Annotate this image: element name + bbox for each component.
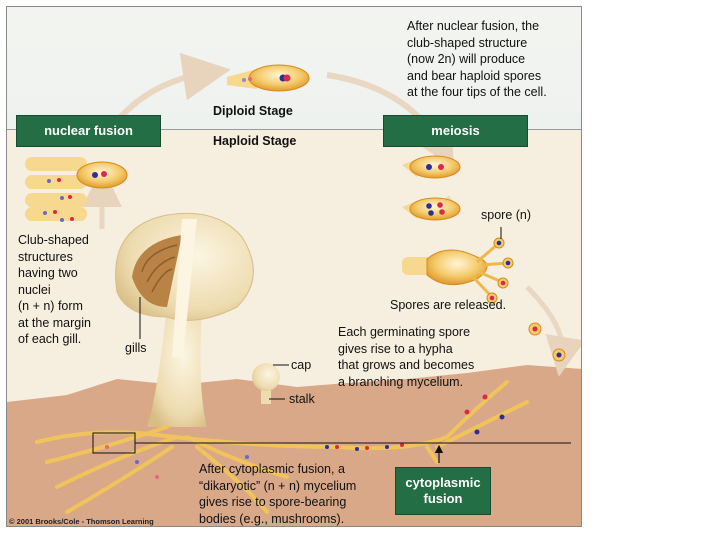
meiosis-cell-2	[402, 197, 461, 221]
cytoplasmic-fusion-box: cytoplasmic fusion	[395, 467, 491, 515]
cytoplasmic-fusion-line1: cytoplasmic	[405, 475, 481, 490]
hyphae-nuclei	[105, 394, 505, 479]
meiosis-box: meiosis	[383, 115, 528, 147]
diploid-cell	[227, 64, 310, 92]
diploid-stage-label: Diploid Stage	[213, 104, 293, 118]
gills-label: gills	[125, 341, 147, 355]
nuclear-fusion-box: nuclear fusion	[16, 115, 161, 147]
cycle-arrow-spores	[525, 285, 581, 377]
mushroom	[115, 212, 254, 427]
caption-club-shaped: Club-shaped structures having two nuclei…	[18, 233, 91, 346]
meiosis-cell-1	[402, 155, 461, 179]
caption-spores-released: Spores are released.	[390, 298, 507, 312]
spore-label: spore (n)	[481, 208, 532, 222]
caption-after-cytoplasmic-fusion: After cytoplasmic fusion, a “dikaryotic”…	[199, 462, 357, 526]
cap-label: cap	[291, 358, 312, 372]
basidium-with-spores	[402, 237, 514, 304]
stalk-label: stalk	[289, 392, 315, 406]
small-mushroom	[252, 363, 280, 404]
released-spores	[528, 322, 566, 362]
diagram-frame: Diploid Stage Haploid Stage nuclear fusi…	[6, 6, 582, 527]
cytoplasmic-fusion-line2: fusion	[423, 491, 463, 506]
caption-after-nuclear-fusion: After nuclear fusion, the club-shaped st…	[407, 19, 547, 99]
club-cells-cluster	[25, 157, 128, 222]
stage-divider-line	[7, 129, 581, 130]
caption-germinating: Each germinating spore gives rise to a h…	[338, 325, 475, 389]
haploid-stage-label: Haploid Stage	[213, 134, 297, 148]
copyright-notice: © 2001 Brooks/Cole - Thomson Learning	[9, 517, 154, 526]
